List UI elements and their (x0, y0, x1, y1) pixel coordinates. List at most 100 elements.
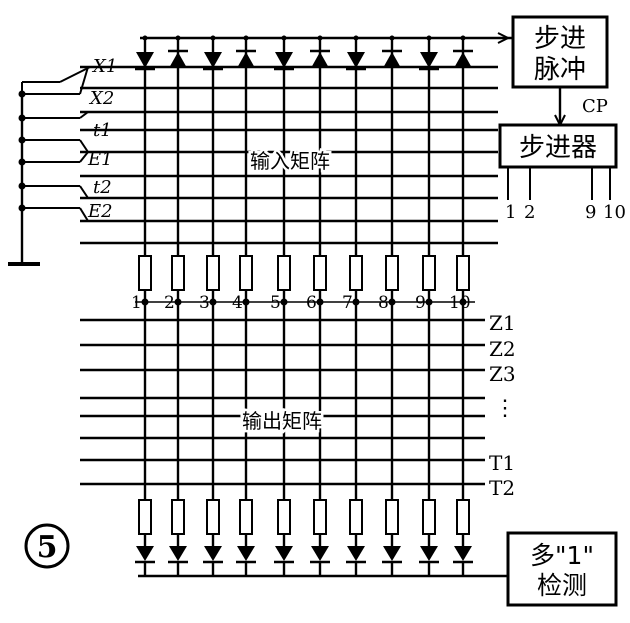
output-diode-8 (383, 546, 401, 561)
input-line-label-e1: E1 (87, 149, 113, 170)
input-diode-2 (169, 52, 187, 68)
output-diode-10 (454, 546, 472, 561)
ground-node-2 (18, 114, 26, 122)
column-node-7 (352, 298, 360, 306)
svg-text:5: 5 (37, 530, 58, 565)
switch-blade-mid (79, 151, 89, 163)
column-node-6 (316, 298, 324, 306)
column-node-4 (242, 298, 250, 306)
wires (8, 32, 611, 578)
switch-blade-top (59, 66, 91, 83)
column-node-3 (209, 298, 217, 306)
input-matrix-label: 输入矩阵 (250, 149, 330, 173)
multi-one-detect-block: 多"1" 检测 (506, 531, 618, 607)
column-number-3: 3 (199, 293, 210, 313)
output-diode-3 (204, 546, 222, 561)
output-diode-2 (169, 546, 187, 561)
ground-node-3 (18, 136, 26, 144)
input-diode-9 (420, 52, 438, 68)
output-diode-6 (311, 546, 329, 561)
lower-resistor-5 (277, 499, 291, 535)
column-node-5 (280, 298, 288, 306)
top-bus-arrow (497, 32, 511, 44)
input-diode-10 (454, 52, 472, 68)
multi-detect-label-line1: 多"1" (530, 541, 594, 570)
input-diode-5 (275, 52, 293, 68)
column-number-7: 7 (342, 293, 353, 313)
lower-resistor-9 (422, 499, 436, 535)
switch-blade-4 (79, 185, 89, 199)
cp-label: CP (582, 96, 608, 117)
upper-resistor-9 (422, 255, 436, 291)
stepper-label: 步进器 (519, 133, 597, 163)
column-node-9 (425, 298, 433, 306)
output-diode-5 (275, 546, 293, 561)
column-number-5: 5 (270, 293, 281, 313)
input-line-label-x1: X1 (91, 56, 117, 77)
input-diode-4 (237, 52, 255, 68)
output-diode-9 (420, 546, 438, 561)
lower-resistor-3 (206, 499, 220, 535)
input-diode-3 (204, 52, 222, 68)
top-node-6 (317, 35, 323, 41)
switch-blade-5 (79, 207, 89, 222)
top-node-4 (243, 35, 249, 41)
top-node-3 (210, 35, 216, 41)
upper-resistor-2 (171, 255, 185, 291)
switch-blade-2 (79, 111, 89, 119)
top-node-5 (281, 35, 287, 41)
output-line-label-t1: T1 (489, 451, 515, 475)
column-number-9: 9 (415, 293, 426, 313)
output-line-label-t2: T2 (489, 476, 515, 500)
column-number-2: 2 (164, 293, 175, 313)
top-node-8 (389, 35, 395, 41)
switch-blade-1 (79, 66, 89, 95)
stepper-output-10: 10 (603, 202, 626, 223)
input-diode-7 (347, 52, 365, 68)
input-diode-8 (383, 52, 401, 68)
lower-resistor-4 (239, 499, 253, 535)
column-number-8: 8 (378, 293, 389, 313)
upper-resistor-5 (277, 255, 291, 291)
top-node-1 (142, 35, 148, 41)
step-pulse-label-line1: 步进 (534, 24, 586, 54)
output-line-ellipsis: ⋮ (494, 396, 516, 421)
top-node-10 (460, 35, 466, 41)
lower-resistor-2 (171, 499, 185, 535)
column-node-2 (174, 298, 182, 306)
lower-resistor-1 (138, 499, 152, 535)
output-matrix-label: 输出矩阵 (242, 409, 322, 433)
upper-resistor-10 (456, 255, 470, 291)
step-pulse-label-line2: 脉冲 (534, 55, 586, 85)
stepper-output-9: 9 (585, 202, 596, 223)
output-line-label-z1: Z1 (489, 311, 516, 335)
ground-node-5 (18, 204, 26, 212)
step-pulse-block: 步进 脉冲 (511, 15, 609, 89)
input-line-label-t1: t1 (93, 120, 112, 141)
upper-resistor-1 (138, 255, 152, 291)
components (18, 35, 473, 564)
ground-node-1 (18, 90, 26, 98)
column-node-1 (141, 298, 149, 306)
column-number-1: 1 (131, 293, 142, 313)
lower-resistor-8 (385, 499, 399, 535)
lower-resistor-6 (313, 499, 327, 535)
output-diode-7 (347, 546, 365, 561)
input-diode-6 (311, 52, 329, 68)
top-node-7 (353, 35, 359, 41)
input-diode-1 (136, 52, 154, 68)
stepper-block: 步进器 (498, 123, 618, 169)
top-node-2 (175, 35, 181, 41)
output-diode-4 (237, 546, 255, 561)
upper-resistor-6 (313, 255, 327, 291)
upper-resistor-7 (349, 255, 363, 291)
ground-node-mid (18, 158, 26, 166)
input-line-label-x2: X2 (88, 88, 114, 109)
input-line-label-t2: t2 (93, 177, 112, 198)
output-diode-1 (136, 546, 154, 561)
lower-resistor-7 (349, 499, 363, 535)
stepper-output-1: 1 (505, 202, 516, 223)
upper-resistor-3 (206, 255, 220, 291)
